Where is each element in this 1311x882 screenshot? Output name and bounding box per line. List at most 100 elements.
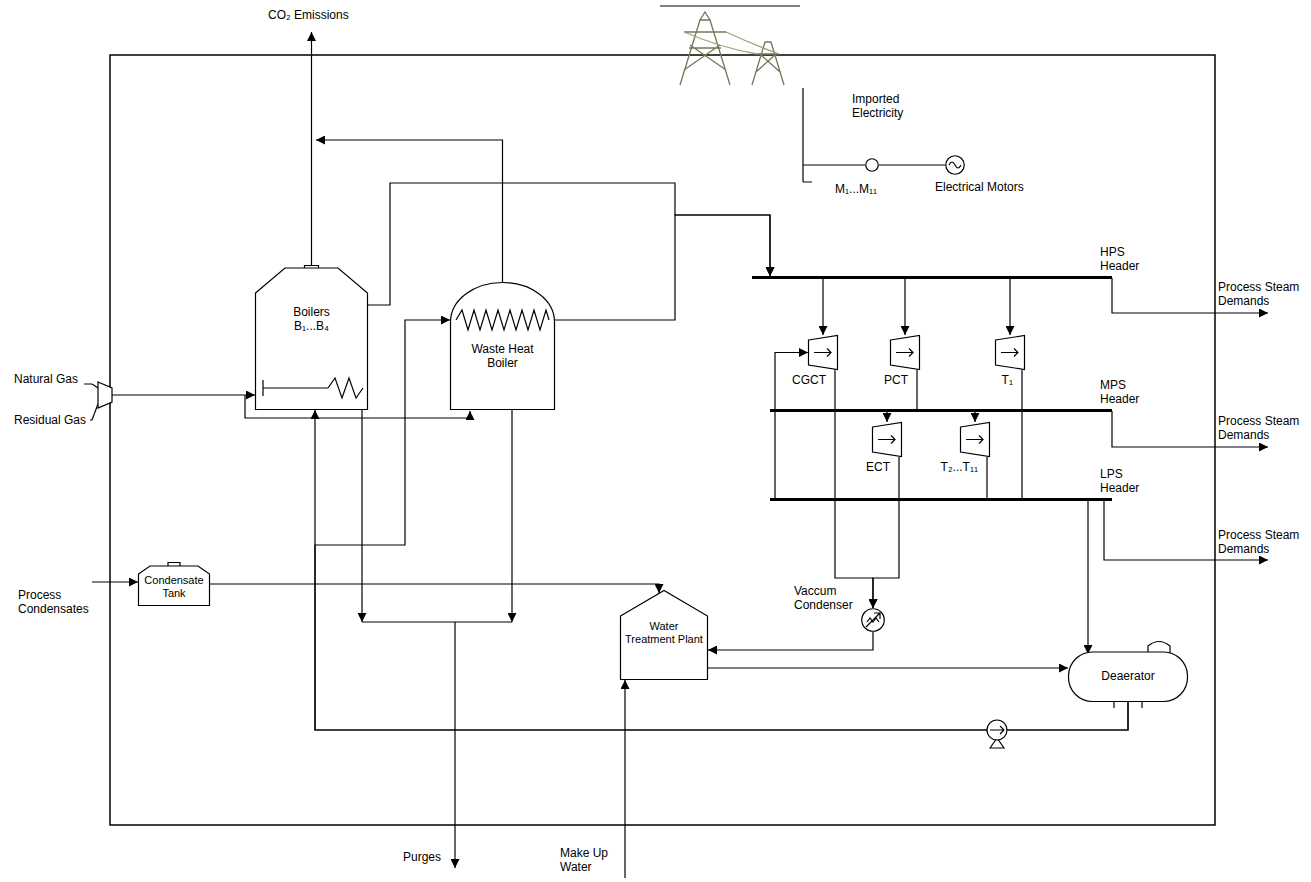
- turbine-symbol-outline: [808, 335, 838, 370]
- turbine-symbol: T₁: [995, 335, 1025, 370]
- pipe-connector: [555, 215, 770, 320]
- shape-stroke: [168, 563, 180, 567]
- power-tower-icon-part: [660, 6, 800, 7]
- turbine-symbol-outline: [872, 422, 902, 457]
- pipe-connector: [708, 667, 1068, 668]
- purge-lines-part: [361, 410, 362, 622]
- stream-label: Residual Gas: [14, 413, 86, 427]
- pipe-connector: [904, 279, 905, 335]
- pipe-connector: [873, 457, 899, 608]
- boiler-box: Waste Heat Boiler: [450, 282, 555, 410]
- header-line: [770, 409, 1112, 412]
- purge-lines-part: [454, 622, 455, 868]
- shape-stroke: [896, 349, 913, 357]
- shape-stroke: [1114, 702, 1142, 709]
- shape-stroke: [867, 618, 879, 622]
- stream-label: Imported Electricity: [852, 92, 924, 120]
- plant-boundary: [110, 55, 1215, 825]
- pipe-connector: [974, 412, 975, 422]
- purge-lines-part: [362, 621, 512, 622]
- flue-gas-lines-part: [316, 140, 503, 282]
- turbine-symbol-outline: [890, 335, 920, 370]
- shape-stroke: [263, 387, 328, 388]
- node-text: CGCT: [792, 373, 826, 387]
- shape-stroke: [139, 566, 210, 606]
- feed-pump-symbol: [987, 720, 1007, 748]
- node-text: Deaerator: [1078, 669, 1178, 683]
- water-inlet-lines-part: [92, 581, 138, 582]
- node-text: Waste Heat Boiler: [463, 342, 543, 370]
- flue-gas-lines: [312, 32, 503, 282]
- treatment-plant-box: Water Treatment Plant: [620, 590, 708, 680]
- shape-stroke: [996, 336, 1025, 370]
- stream-label: Process Steam Demands: [1218, 414, 1308, 442]
- node-text: Condensate Tank: [142, 574, 206, 600]
- deaerator-drum: Deaerator: [1068, 640, 1188, 702]
- pipe-connector: [879, 164, 945, 165]
- power-tower-icon-part: [684, 32, 779, 54]
- boiler-box: Boilers B₁...B₄: [255, 265, 368, 410]
- feed-pump-symbol-part: [990, 726, 1004, 734]
- shape-stroke: [1001, 349, 1018, 357]
- shape-stroke: [878, 436, 895, 444]
- stream-label: Make Up Water: [560, 846, 620, 874]
- pipe-connector: [315, 320, 1128, 730]
- shape-stroke: [328, 378, 363, 398]
- motor-node: Electrical Motors: [945, 155, 965, 175]
- steam-header-outline: [752, 276, 1112, 279]
- purge-lines-part: [511, 410, 512, 622]
- pipe-connector: [986, 457, 987, 498]
- shape-stroke: [621, 591, 708, 680]
- node-text: T₁: [1002, 373, 1013, 387]
- power-tower-icon-part: [752, 42, 784, 85]
- shape-stroke: [949, 162, 961, 168]
- pipe-connector: [822, 279, 823, 335]
- stream-label: CO₂ Emissions: [268, 8, 349, 22]
- feed-pump-symbol-part: [987, 720, 1007, 740]
- shape-stroke: [961, 423, 990, 457]
- turbine-symbol: PCT: [890, 335, 920, 370]
- fuel-lines-part: [98, 382, 112, 408]
- fuel-lines-part: [90, 404, 98, 420]
- steam-header: MPS Header: [770, 409, 1112, 412]
- purge-lines: [362, 410, 512, 868]
- steam-header: HPS Header: [752, 276, 1112, 279]
- motor-circle: [946, 156, 965, 175]
- turbine-symbol: CGCT: [808, 335, 838, 370]
- pipe-connector: [1021, 370, 1022, 498]
- steam-header: LPS Header: [770, 498, 1112, 501]
- node-text: LPS Header: [1100, 467, 1150, 495]
- power-tower-icon-part: [680, 20, 730, 85]
- node-text: Water Treatment Plant: [625, 620, 703, 646]
- steam-header-outline: [770, 409, 1112, 412]
- turbine-symbol: ECT: [872, 422, 902, 457]
- tank-box: Condensate Tank: [138, 562, 210, 606]
- node-text: ECT: [866, 460, 890, 474]
- boiler-box-outline: [255, 265, 368, 410]
- shape-stroke: [456, 310, 549, 330]
- node-text: PCT: [884, 373, 908, 387]
- stream-label: Natural Gas: [14, 372, 78, 386]
- shape-stroke: [809, 336, 838, 370]
- shape-stroke: [1148, 642, 1170, 654]
- water-inlet-lines-part: [624, 680, 625, 878]
- power-tower-icon-part: [684, 12, 726, 70]
- node-text: M₁...M₁₁: [835, 182, 877, 196]
- turbine-symbol-outline: [960, 422, 990, 457]
- fuel-lines-part: [112, 394, 255, 395]
- shape-stroke: [814, 349, 831, 357]
- motor-node: M₁...M₁₁: [865, 158, 879, 172]
- pipe-connector: [210, 584, 659, 593]
- node-text: Electrical Motors: [935, 180, 1024, 194]
- node-text: Vaccum Condenser: [794, 584, 858, 612]
- shape-stroke: [262, 380, 263, 396]
- header-line: [752, 276, 1112, 279]
- motor-circle: [862, 609, 885, 632]
- node-text: HPS Header: [1100, 245, 1150, 273]
- stream-label: Purges: [403, 850, 441, 864]
- turbine-symbol: T₂...T₁₁: [960, 422, 990, 457]
